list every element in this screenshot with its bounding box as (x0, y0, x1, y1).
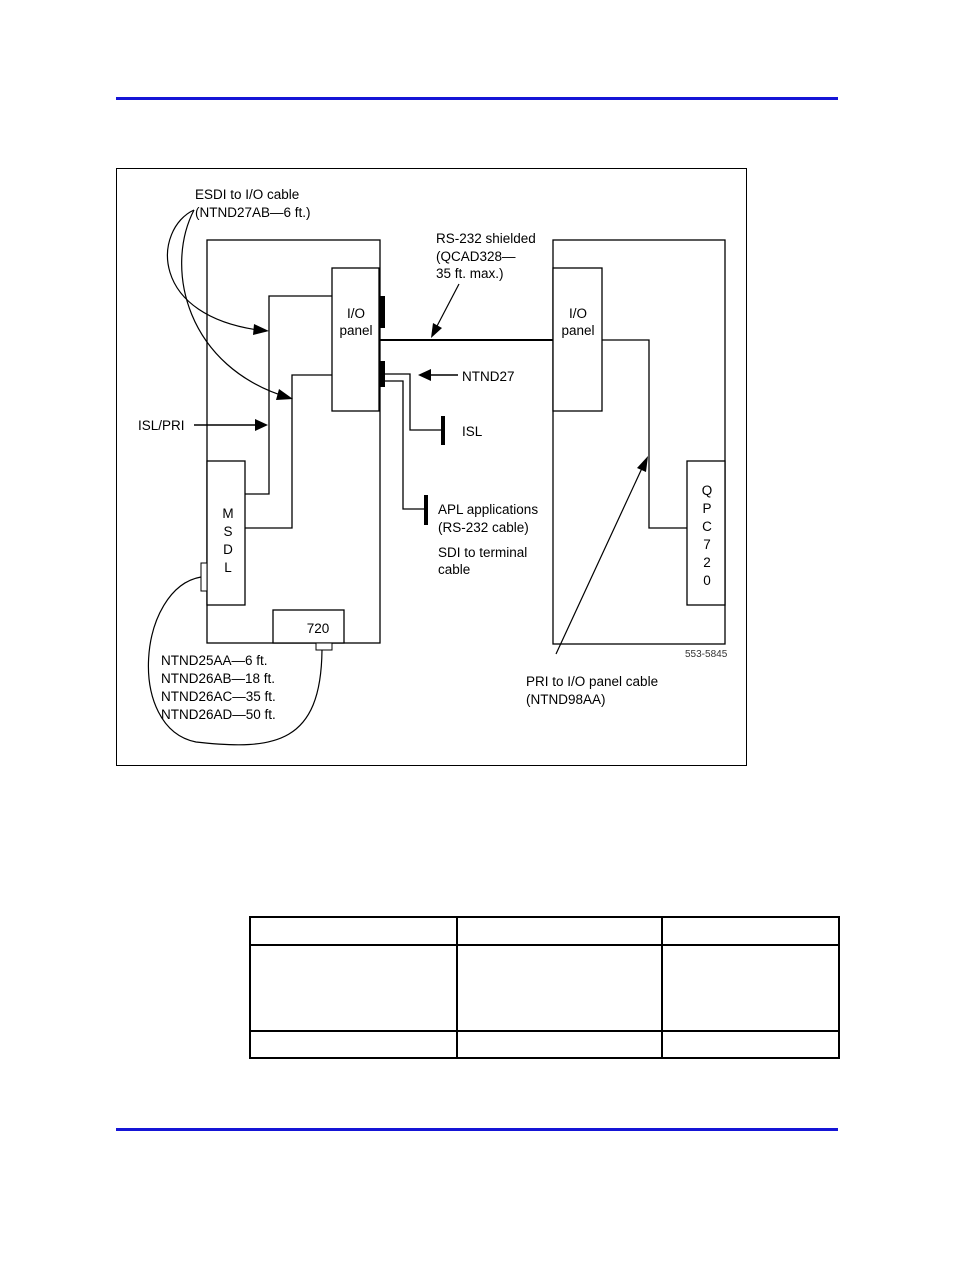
esdi-cable-upper (245, 295, 332, 495)
connector-bottom (379, 361, 385, 387)
table-cell (456, 944, 663, 1032)
header-rule (116, 97, 838, 100)
isl-pri-label: ISL/PRI (138, 418, 185, 433)
qpc-letter: Q (702, 483, 713, 498)
esdi-pointer-a-head (253, 324, 269, 335)
isl-connector (441, 416, 445, 445)
msdl-letter: S (223, 524, 232, 539)
esdi-pointer-a (166, 209, 267, 332)
table-cell (661, 1030, 840, 1059)
esdi-cable-lower (245, 374, 332, 529)
right-io-panel-label-1: I/O (569, 306, 587, 321)
cable-list-item: NTND25AA—6 ft. (161, 653, 268, 668)
isl-pri-arrowhead (255, 419, 268, 431)
cable-table (249, 916, 840, 1059)
right-io-panel-label-2: panel (561, 323, 594, 338)
qpc720-card-box (686, 460, 726, 606)
right-module-box (552, 239, 726, 645)
apl-cable-label: (RS-232 cable) (438, 520, 529, 535)
table-cell (456, 1030, 663, 1059)
table-cell (661, 944, 840, 1032)
esdi-cable-label: ESDI to I/O cable (195, 187, 299, 202)
rs232-label: RS-232 shielded (436, 231, 536, 246)
table-cell (249, 944, 458, 1032)
esdi-cable-part-label: (NTND27AB—6 ft.) (195, 205, 311, 220)
left-io-panel-box (331, 267, 380, 412)
figure-frame (116, 168, 747, 766)
qpc-letter: 2 (703, 555, 711, 570)
qpc-letter: 0 (703, 573, 711, 588)
table-cell (661, 916, 840, 946)
msdl-letter: L (224, 560, 232, 575)
qpc-letter: C (702, 519, 712, 534)
card-720-label: 720 (307, 621, 330, 636)
pri-cable-label: PRI to I/O panel cable (526, 674, 658, 689)
sdi-label: SDI to terminal (438, 545, 527, 560)
msdl-letter: D (223, 542, 233, 557)
qpc-letter: 7 (703, 537, 711, 552)
isl-label: ISL (462, 424, 483, 439)
table-row (249, 944, 840, 1032)
rs232-pointer (435, 283, 460, 329)
sdi-cable-label: cable (438, 562, 470, 577)
cable-list-item: NTND26AC—35 ft. (161, 689, 276, 704)
loop-cable (147, 576, 323, 746)
card-720-port (315, 642, 333, 651)
isl-cable (385, 373, 441, 431)
apl-connector (424, 495, 428, 525)
table-cell (249, 1030, 458, 1059)
cable-list-item: NTND26AD—50 ft. (161, 707, 276, 722)
rs232-pointer-head (431, 323, 442, 338)
msdl-letter: M (222, 506, 233, 521)
cable-list-item: NTND26AB—18 ft. (161, 671, 275, 686)
table-row (249, 1030, 840, 1059)
pri-cable-part-label: (NTND98AA) (526, 692, 606, 707)
pri-pointer (555, 465, 644, 655)
footer-rule (116, 1128, 838, 1131)
qpc-letter: P (702, 501, 711, 516)
table-cell (456, 916, 663, 946)
ntnd27-arrowhead (418, 369, 431, 381)
rs232-part-label: (QCAD328— (436, 249, 516, 264)
rs232-length-label: 35 ft. max.) (436, 266, 504, 281)
left-io-panel-label-2: panel (339, 323, 372, 338)
msdl-card-box (206, 460, 246, 606)
pri-pointer-head (637, 456, 648, 472)
esdi-pointer-b (181, 209, 291, 399)
cabling-diagram: ESDI to I/O cable (NTND27AB—6 ft.) RS-23… (116, 168, 747, 766)
connector-top (379, 296, 385, 328)
figure-id: 553-5845 (685, 649, 728, 660)
pri-cable (602, 339, 687, 529)
ntnd27-label: NTND27 (462, 369, 515, 384)
right-io-panel-box (552, 267, 603, 412)
table-cell (249, 916, 458, 946)
apl-cable (385, 380, 424, 510)
apl-label: APL applications (438, 502, 538, 517)
table-header-row (249, 916, 840, 946)
esdi-pointer-b-head (276, 389, 293, 400)
card-720-box (272, 609, 345, 644)
left-io-panel-label-1: I/O (347, 306, 365, 321)
msdl-port (200, 562, 208, 592)
